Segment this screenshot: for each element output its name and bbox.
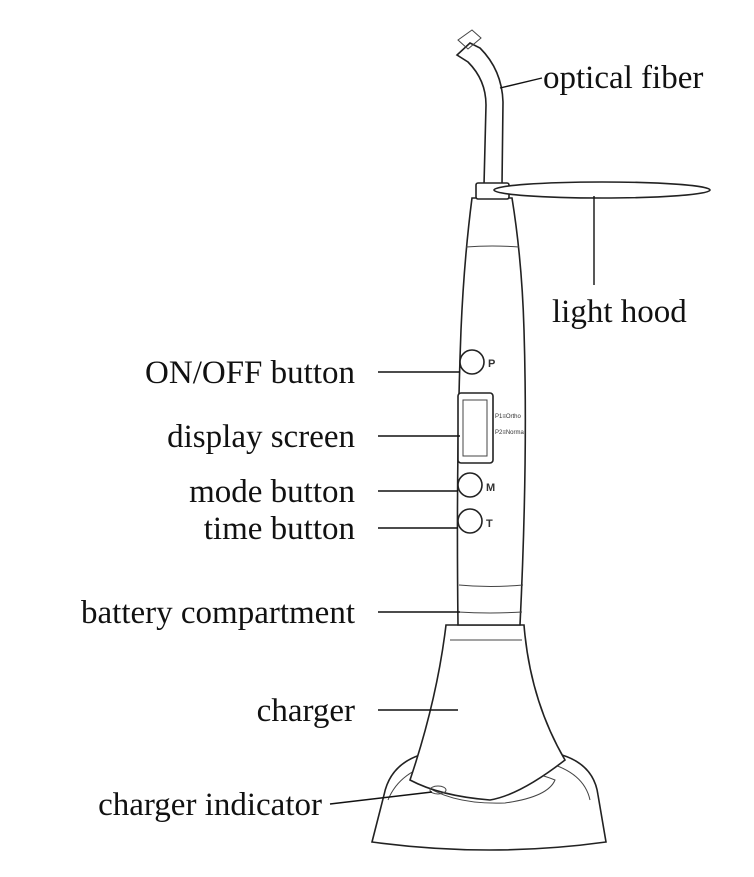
label-time-button: time button <box>204 511 355 547</box>
label-display-screen: display screen <box>167 419 355 455</box>
light-hood-disc <box>493 181 711 199</box>
mode-button: M <box>457 472 495 498</box>
label-mode-button: mode button <box>189 474 355 510</box>
leader-lines <box>329 77 595 805</box>
label-charger-indicator: charger indicator <box>98 787 322 823</box>
optical-fiber-assembly <box>455 29 510 200</box>
label-light-hood: light hood <box>552 294 687 330</box>
label-optical-fiber: optical fiber <box>543 60 703 96</box>
display-panel: P1≡Ortho P2≡Norma <box>457 392 525 464</box>
display-mode-line-2: P2≡Norma <box>495 430 525 436</box>
label-battery-compartment: battery compartment <box>81 595 355 631</box>
time-button-letter: T <box>486 518 493 530</box>
power-button-letter: P <box>488 358 495 370</box>
labels: optical fiber light hood ON/OFF button d… <box>81 60 703 823</box>
time-button: T <box>457 508 493 534</box>
mode-button-letter: M <box>486 482 495 494</box>
charger-indicator-light <box>429 785 447 795</box>
power-button: P <box>459 349 495 375</box>
label-charger: charger <box>257 693 355 729</box>
label-on-off-button: ON/OFF button <box>145 355 355 391</box>
display-mode-line-1: P1≡Ortho <box>495 414 522 420</box>
charger-holder <box>409 624 567 801</box>
